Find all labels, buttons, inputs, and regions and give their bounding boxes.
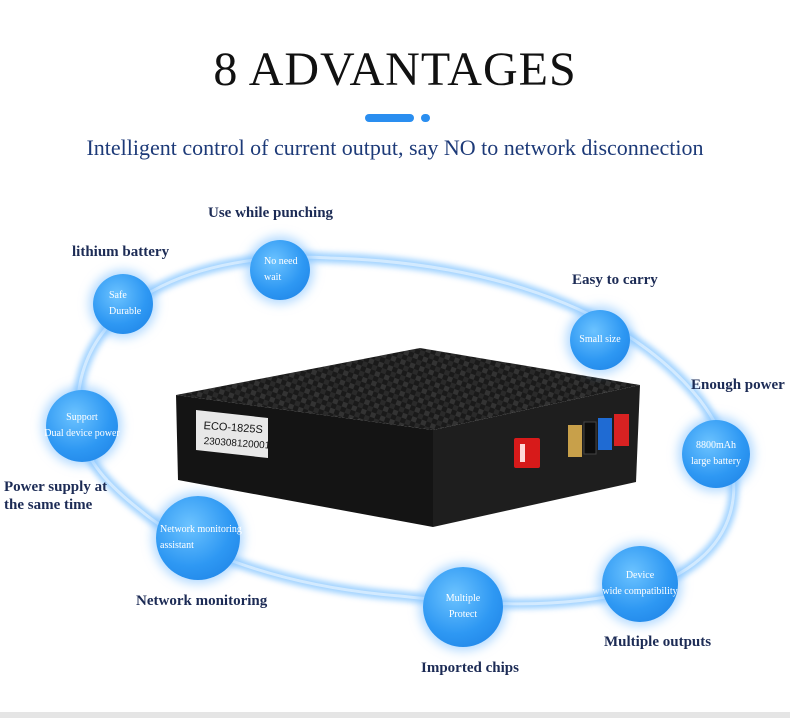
feature-label-multiple-outputs: Multiple outputs [604,634,712,650]
feature-label-lithium-battery: lithium battery [72,244,170,260]
bottom-divider [0,712,790,718]
feature-circle-small-size: Small size [570,310,630,370]
feature-label-easy-to-carry: Easy to carry [572,272,658,288]
title-underline-dot [421,114,430,122]
device-label-sticker [196,410,268,458]
title-underline-dash [365,114,414,122]
feature-label-imported-chips: Imported chips [421,660,519,676]
power-switch [514,438,540,468]
feature-label-power-supply: Power supply at the same time [4,479,108,513]
feature-label-use-while-punching: Use while punching [208,205,334,221]
page-title: 8 ADVANTAGES [213,43,577,96]
feature-label-enough-power: Enough power [691,377,785,393]
feature-label-network-monitoring: Network monitoring [136,593,268,609]
page-subtitle: Intelligent control of current output, s… [86,135,704,160]
